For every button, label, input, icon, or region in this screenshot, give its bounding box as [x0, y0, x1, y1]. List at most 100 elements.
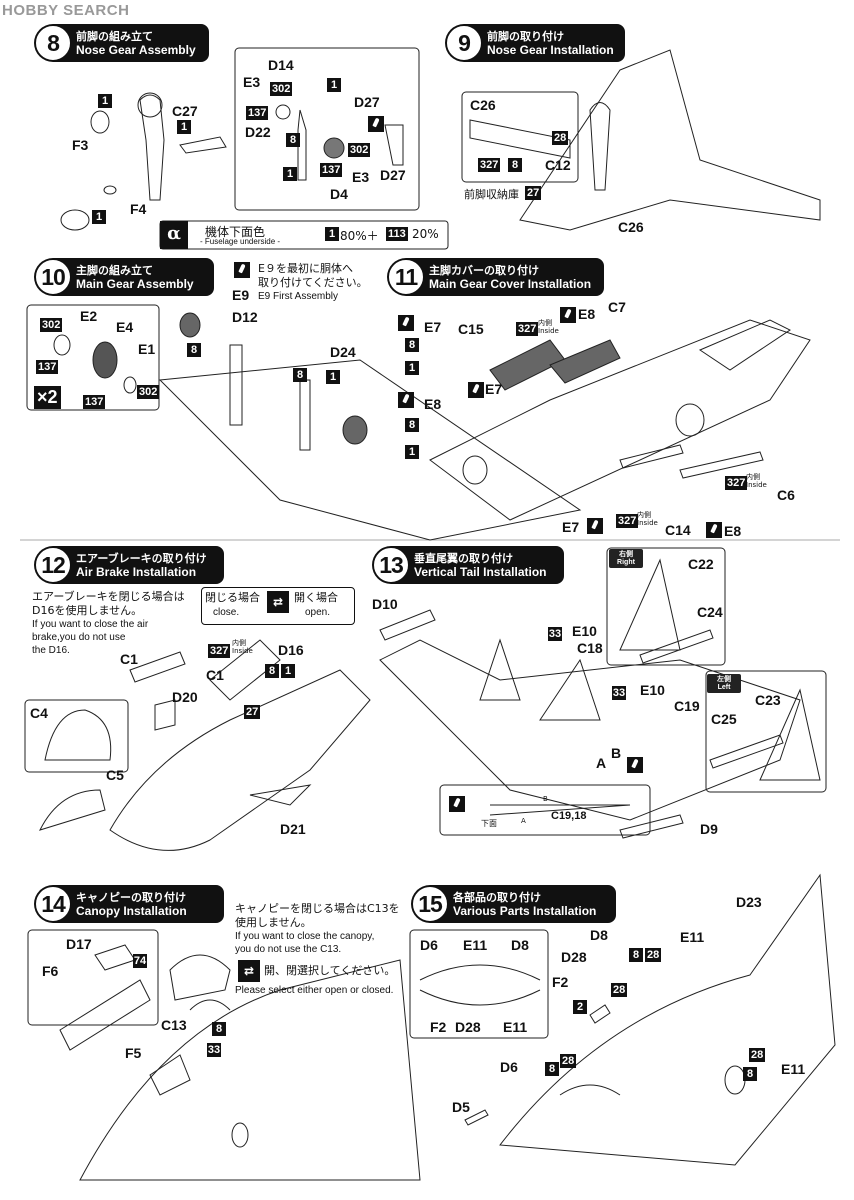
paint-code: 302 — [348, 143, 371, 157]
alpha-mix-1: 80%＋ — [340, 229, 379, 243]
part-label: D6 — [420, 937, 438, 953]
part-label: C14 — [665, 522, 691, 538]
part-label: C27 — [172, 103, 198, 119]
paint-code: 1 — [405, 361, 419, 375]
inside-label: Inside — [538, 327, 559, 335]
part-label: D9 — [700, 821, 718, 837]
part-label: D12 — [232, 309, 258, 325]
paint-brush-icon — [398, 315, 414, 331]
step15-header: 15 各部品の取り付け Various Parts Installation — [411, 885, 616, 923]
step10-title-en: Main Gear Assembly — [76, 277, 194, 291]
e9-note-jp1: E９を最初に胴体へ — [258, 262, 353, 275]
part-label: E8 — [724, 523, 742, 539]
watermark: HOBBY SEARCH — [2, 2, 130, 19]
paint-code: 8 — [545, 1062, 559, 1076]
paint-code: 137 — [83, 395, 106, 409]
part-label: D27 — [380, 167, 406, 183]
part-label: D27 — [354, 94, 380, 110]
inside-label: Inside — [232, 647, 253, 655]
part-label: E11 — [781, 1061, 806, 1077]
part-label: E7 — [485, 381, 503, 397]
paint-code: 8 — [187, 343, 201, 357]
step8-title-jp: 前脚の組み立て — [76, 30, 153, 43]
part-label: D23 — [736, 894, 762, 910]
airbrake-note-en2: brake,you do not use — [32, 632, 126, 643]
paint-code: 327 — [208, 644, 231, 658]
inside-label: Inside — [637, 519, 658, 527]
step9-header: 9 前脚の取り付け Nose Gear Installation — [445, 24, 625, 62]
inside-label: 内側 — [538, 319, 552, 327]
part-label: C26 — [618, 219, 644, 235]
part-label: E7 — [424, 319, 442, 335]
inside-label: 内側 — [637, 511, 651, 519]
paint-code: 1 — [326, 370, 340, 384]
paint-code: 302 — [137, 385, 160, 399]
paint-code: 302 — [270, 82, 293, 96]
part-label: C22 — [688, 556, 714, 572]
paint-code: 28 — [552, 131, 569, 145]
part-label: E3 — [243, 74, 261, 90]
part-label: F4 — [130, 201, 147, 217]
right-side-jp: 右側 — [619, 551, 633, 558]
paint-code: 27 — [525, 186, 542, 200]
part-label: D14 — [268, 57, 294, 73]
part-label: B — [611, 745, 622, 761]
part-label: C25 — [711, 711, 737, 727]
paint-code: 8 — [405, 418, 419, 432]
paint-code: 2 — [573, 1000, 587, 1014]
part-label: C4 — [30, 705, 48, 721]
paint-code: 327 — [516, 322, 539, 336]
paint-code: 8 — [265, 664, 279, 678]
paint-code: 327 — [478, 158, 501, 172]
paint-code: 28 — [749, 1048, 766, 1062]
inside-label: 内側 — [232, 639, 246, 647]
paint-code: 1 — [325, 227, 339, 241]
part-label: D16 — [278, 642, 304, 658]
step9-title-jp: 前脚の取り付け — [487, 30, 564, 43]
paint-code: 1 — [405, 445, 419, 459]
step8-number: 8 — [35, 25, 71, 61]
part-label: C13 — [161, 1017, 187, 1033]
paint-code: 8 — [508, 158, 522, 172]
part-label: D28 — [561, 949, 587, 965]
part-label: D17 — [66, 936, 92, 952]
inset-a-label: A — [521, 817, 526, 825]
open-option-jp: 開く場合 — [294, 591, 338, 604]
step13-number: 13 — [373, 547, 409, 583]
part-label: C12 — [545, 157, 571, 173]
paint-brush-icon — [468, 382, 484, 398]
part-label: E8 — [578, 306, 596, 322]
part-label: F2 — [430, 1019, 447, 1035]
step10-header: 10 主脚の組み立て Main Gear Assembly — [34, 258, 214, 296]
part-label: E8 — [424, 396, 442, 412]
canopy-note-jp3: 開、閉選択してください。 — [264, 964, 396, 977]
step13-header: 13 垂直尾翼の取り付け Vertical Tail Installation — [372, 546, 564, 584]
paint-code: 27 — [244, 705, 261, 719]
paint-code: 33 — [207, 1043, 221, 1057]
close-option-en: close. — [213, 607, 240, 618]
part-label: C6 — [777, 487, 795, 503]
part-label: C5 — [106, 767, 124, 783]
part-label: E11 — [680, 929, 705, 945]
part-label: C18 — [577, 640, 603, 656]
step10-number: 10 — [35, 259, 71, 295]
part-label: D10 — [372, 596, 398, 612]
paint-code: 137 — [36, 360, 59, 374]
part-label: C7 — [608, 299, 626, 315]
part-label: E1 — [138, 341, 156, 357]
paint-brush-icon — [234, 262, 250, 278]
part-label: C1 — [120, 651, 138, 667]
alpha-color-jp: 機体下面色 — [205, 225, 266, 239]
left-side-en: Left — [717, 683, 731, 691]
part-label: D6 — [500, 1059, 518, 1075]
paint-code: 327 — [616, 514, 639, 528]
part-label: A — [596, 755, 607, 771]
part-label: D22 — [245, 124, 271, 140]
paint-code: 1 — [177, 120, 191, 134]
part-label: C19 — [674, 698, 700, 714]
part-label: D20 — [172, 689, 198, 705]
part-label: D8 — [511, 937, 529, 953]
part-label: D24 — [330, 344, 356, 360]
